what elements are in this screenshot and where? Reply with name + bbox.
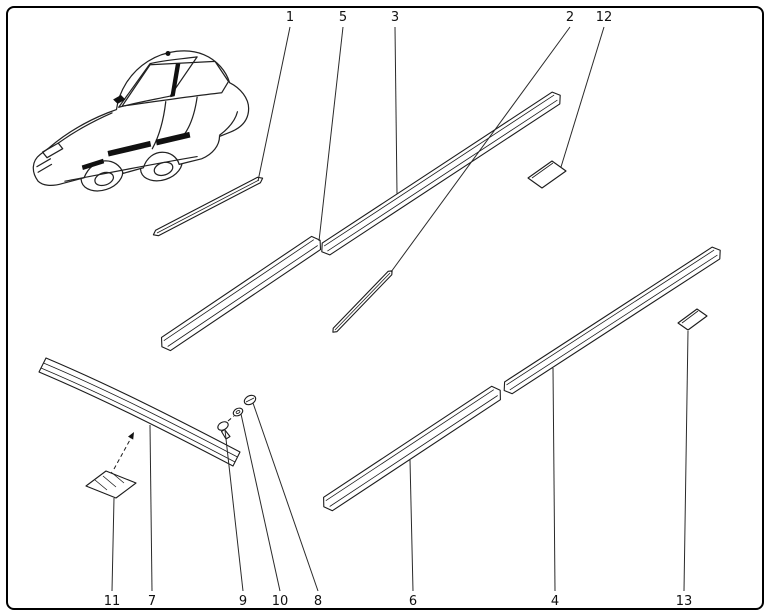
part-3-strip	[321, 91, 561, 256]
car-rocker-line	[64, 155, 198, 182]
leader-line-5	[318, 26, 344, 242]
callout-label-4: 4	[551, 594, 559, 609]
car-front-hub	[94, 171, 115, 187]
callout-label-8: 8	[314, 594, 322, 609]
diagram-border	[6, 6, 764, 610]
leader-line-6	[409, 459, 414, 592]
leader-line-4	[552, 367, 556, 592]
leader-line-3	[394, 26, 398, 195]
part-12-pad	[527, 160, 567, 189]
leader-line-9	[224, 429, 244, 592]
part-1-strip	[152, 176, 264, 237]
callout-label-2: 2	[566, 10, 574, 25]
callout-layer: 1 5 3 2 12 11 7 9 10 8 6 4 13	[104, 10, 693, 609]
car-side-moulding-highlight	[81, 131, 191, 170]
car-headlight	[41, 142, 64, 159]
car-b-pillar	[170, 63, 181, 98]
car-hood-crease	[57, 112, 113, 144]
callout-label-10: 10	[272, 594, 289, 609]
leader-line-12	[560, 26, 605, 168]
part-5-strip	[160, 235, 322, 352]
leader-line-11	[111, 497, 115, 592]
leader-line-8	[252, 402, 319, 592]
part-11-pad	[85, 470, 137, 499]
part-7-moulding	[38, 357, 241, 467]
callout-label-5: 5	[339, 10, 347, 25]
leader-line-13	[683, 330, 689, 592]
car-body	[32, 50, 250, 187]
leader-line-10	[240, 413, 281, 592]
part-8-clip	[243, 394, 257, 406]
leader-line-2	[390, 26, 571, 273]
car-illustration	[32, 50, 250, 192]
part-4-strip	[503, 246, 721, 395]
part-6-strip	[323, 385, 501, 512]
car-door-seam-front	[151, 101, 167, 150]
leader-line-1	[257, 26, 291, 182]
assembly-arrow-11	[113, 432, 134, 470]
car-side-glass	[121, 60, 230, 107]
car-windshield	[118, 56, 198, 108]
part-10-grommet	[232, 407, 244, 417]
callout-label-9: 9	[239, 594, 247, 609]
leader-line-7	[149, 424, 153, 592]
car-antenna-dot	[165, 51, 171, 56]
callout-label-12: 12	[596, 10, 613, 25]
part-13-pad	[677, 308, 708, 331]
part-2-strip	[332, 270, 393, 333]
car-grille-lines	[36, 158, 53, 173]
callout-label-7: 7	[148, 594, 156, 609]
car-trunk-line	[218, 111, 239, 136]
car-mirror	[113, 94, 126, 104]
callout-label-3: 3	[391, 10, 399, 25]
callout-label-13: 13	[676, 594, 693, 609]
callout-label-6: 6	[409, 594, 417, 609]
callout-label-11: 11	[104, 594, 121, 609]
callout-label-1: 1	[286, 10, 294, 25]
